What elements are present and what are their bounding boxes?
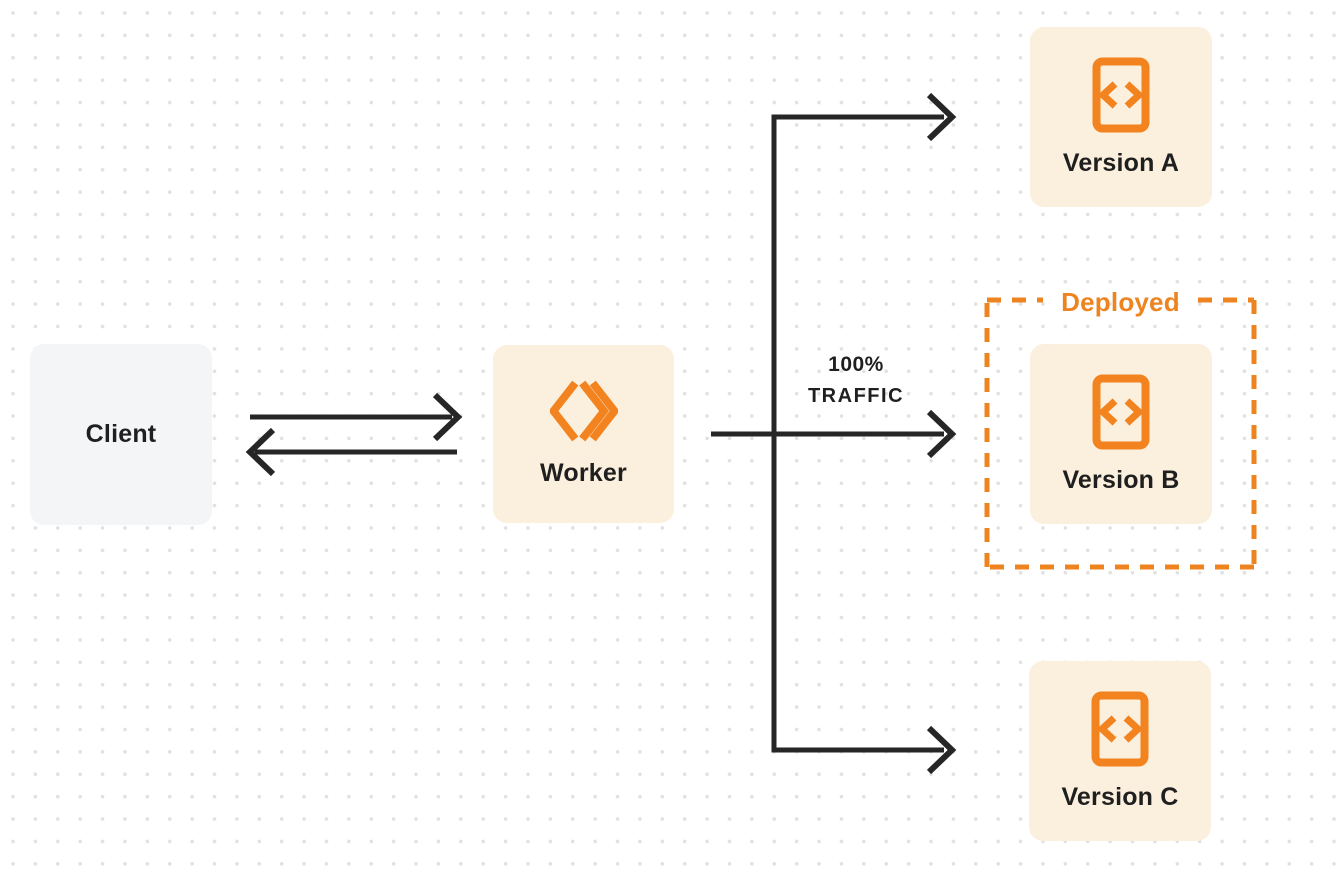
traffic-word-label: TRAFFIC <box>807 385 905 407</box>
code-document-icon <box>1091 691 1149 767</box>
worker-to-version-b-arrowhead-icon <box>926 409 957 459</box>
code-document-icon <box>1092 57 1150 133</box>
version-a-node: Version A <box>1030 27 1212 207</box>
deployed-dashed-border <box>984 297 1257 570</box>
version-c-label: Version C <box>1061 782 1179 811</box>
client-label: Client <box>85 420 157 448</box>
cloudflare-workers-logo-icon <box>549 380 618 442</box>
version-a-label: Version A <box>1062 148 1180 177</box>
branch-top-arrowhead-icon <box>926 92 957 142</box>
code-document-icon <box>1092 374 1150 450</box>
worker-label: Worker <box>540 459 627 487</box>
traffic-percent-label: 100% <box>828 353 884 376</box>
traffic-annotation: 100% TRAFFIC <box>776 349 936 413</box>
version-c-node: Version C <box>1029 661 1211 841</box>
client-node: Client <box>30 344 212 525</box>
worker-node: Worker <box>493 345 674 523</box>
version-b-label: Version B <box>1062 465 1180 494</box>
deployed-label: Deployed <box>1061 287 1180 317</box>
version-b-node: Version B <box>1030 344 1212 524</box>
worker-to-client-arrowhead-icon <box>245 427 276 477</box>
branch-bottom-arrowhead-icon <box>926 725 957 775</box>
client-to-worker-arrowhead-icon <box>432 392 463 442</box>
